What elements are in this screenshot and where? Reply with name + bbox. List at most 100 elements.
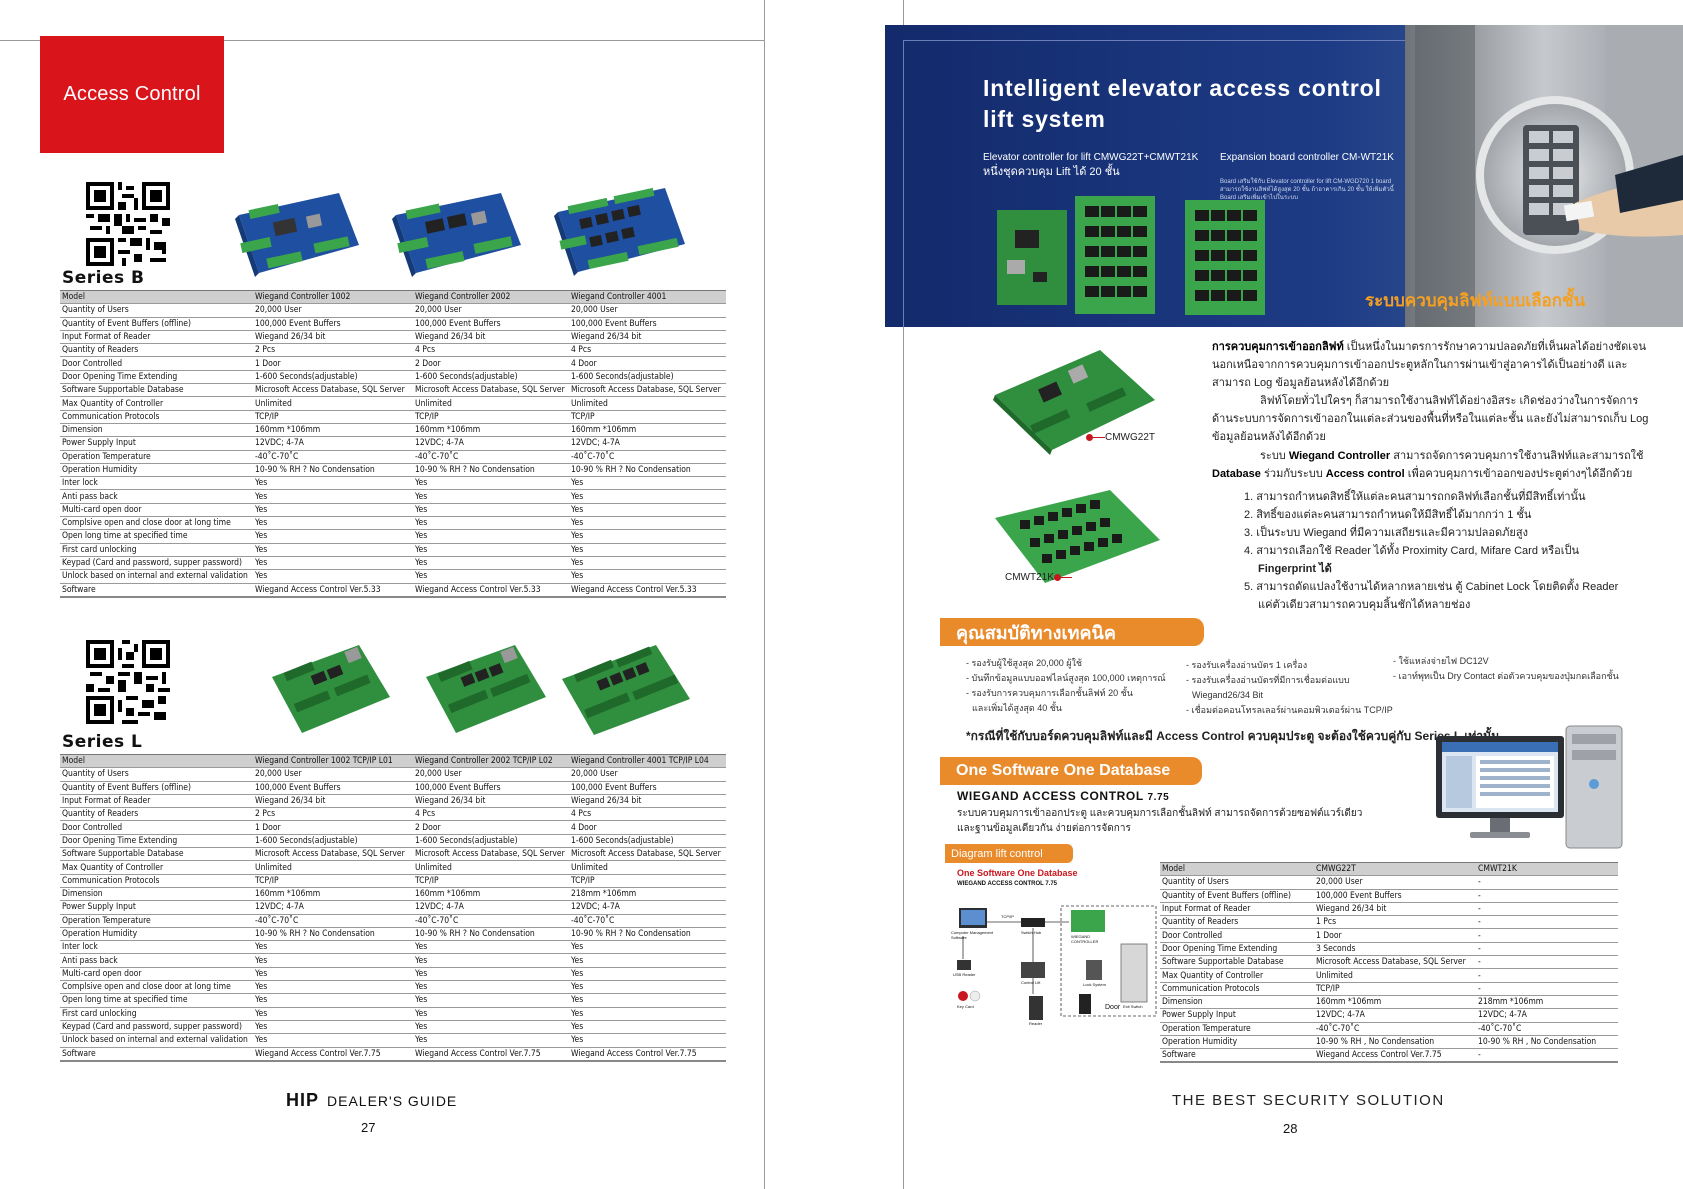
banner-sub-left: Elevator controller for lift CMWG22T+CMW… (983, 151, 1198, 180)
banner-title-line1: Intelligent elevator access control (983, 75, 1382, 101)
table-cell: Yes (569, 556, 726, 571)
table-cell: - (1476, 875, 1618, 890)
table-row: Complsive open and close door at long ti… (60, 980, 726, 995)
software-description: ระบบควบคุมการเข้าออกประตู และควบคุมการเล… (957, 806, 1362, 836)
table-cell: -40˚C-70˚C (1476, 1022, 1618, 1036)
left-page-frame (0, 40, 765, 1189)
table-cell: Microsoft Access Database, SQL Server (1314, 955, 1476, 970)
table-cell: Yes (253, 993, 413, 1008)
table-cell: Door Opening Time Extending (60, 834, 253, 849)
table-cell: 12VDC; 4-7A (569, 436, 726, 451)
table-cell: Yes (253, 980, 413, 995)
series-b-title: Series B (62, 268, 145, 288)
table-cell: Quantity of Event Buffers (offline) (1160, 889, 1314, 903)
qr-code-icon (86, 640, 170, 724)
table-cell: Unlimited (253, 860, 413, 875)
table-cell: - (1476, 982, 1618, 996)
list-item: 4. สามารถเลือกใช้ Reader ได้ทั้ง Proximi… (1244, 545, 1580, 557)
table-cell: 10-90 % RH ? No Condensation (569, 463, 726, 478)
series-l-note: *กรณีที่ใช้กับบอร์ดควบคุมลิฟท์และมี Acce… (966, 729, 1500, 743)
table-cell: Unlock based on internal and external va… (60, 1033, 253, 1048)
table-cell: Operation Humidity (60, 927, 253, 942)
table-cell: Yes (413, 1007, 569, 1021)
list-item: 3. เป็นระบบ Wiegand ที่มีความเสถียรและมี… (1244, 527, 1528, 539)
table-cell: Max Quantity of Controller (1160, 968, 1314, 983)
table-cell: Yes (413, 476, 569, 491)
table-cell: 100,000 Event Buffers (1314, 889, 1476, 903)
table-cell: Yes (253, 529, 413, 544)
board-pointer-dot (1054, 574, 1061, 581)
table-cell: -40˚C-70˚C (1314, 1022, 1476, 1036)
table-cell: Wiegand Access Control Ver.5.33 (413, 583, 569, 598)
table-row: Operation Temperature-40˚C-70˚C-40˚C-70˚… (1160, 1022, 1618, 1036)
table-cell: 3 Seconds (1314, 942, 1476, 957)
banner-boards-image (997, 196, 1265, 315)
table-cell: TCP/IP (253, 410, 413, 424)
table-cell: TCP/IP (569, 874, 726, 888)
table-cell: Quantity of Users (1160, 875, 1314, 890)
table-cell: 20,000 User (569, 303, 726, 318)
table-cell: 10-90 % RH ? No Condensation (413, 463, 569, 478)
table-cell: 100,000 Event Buffers (253, 317, 413, 331)
table-cell: Yes (569, 953, 726, 968)
table-cell: 1 Door (253, 356, 413, 371)
lift-control-diagram: Computer Management Software Switch Hub … (951, 904, 1161, 1034)
table-cell: 160mm *106mm (413, 423, 569, 438)
diagram-banner: Diagram lift control (945, 844, 1073, 863)
table-cell: Power Supply Input (1160, 1008, 1314, 1023)
series-l-title: Series L (62, 732, 143, 752)
table-cell: 12VDC; 4-7A (253, 436, 413, 451)
table-cell: Power Supply Input (60, 436, 253, 451)
table-cell: Yes (253, 569, 413, 584)
table-row: Keypad (Card and password, supper passwo… (60, 556, 726, 571)
table-cell: Yes (413, 569, 569, 584)
table-cell: 160mm *106mm (253, 423, 413, 438)
table-cell: Yes (253, 953, 413, 968)
table-cell: - (1476, 955, 1618, 970)
table-cell: 218mm *106mm (569, 887, 726, 902)
table-cell: Inter lock (60, 476, 253, 491)
table-cell: Communication Protocols (1160, 982, 1314, 996)
table-cell: TCP/IP (569, 410, 726, 424)
table-cell: Microsoft Access Database, SQL Server (253, 847, 413, 862)
table-cell: Quantity of Users (60, 303, 253, 318)
diagram-label: Door (1105, 1004, 1121, 1011)
table-cell: Software (60, 583, 253, 598)
board-pointer-line (1058, 577, 1072, 578)
table-cell: Power Supply Input (60, 900, 253, 915)
table-cell: 1 Door (253, 820, 413, 835)
diagram-label: Lock System (1083, 982, 1106, 987)
table-cell: Max Quantity of Controller (60, 396, 253, 411)
p3-b3: Access control (1325, 468, 1405, 480)
table-cell: Complsive open and close door at long ti… (60, 516, 253, 531)
table-cell: Quantity of Event Buffers (offline) (60, 317, 253, 331)
software-title: WIEGAND ACCESS CONTROL 7.75 (957, 789, 1169, 803)
board-pointer-line (1090, 437, 1105, 438)
table-cell: 10-90 % RH ? No Condensation (413, 927, 569, 942)
table-cell: -40˚C-70˚C (253, 914, 413, 928)
table-cell: 12VDC; 4-7A (253, 900, 413, 915)
qr-code-icon (86, 182, 170, 266)
table-cell: Wiegand 26/34 bit (253, 794, 413, 809)
table-cell: Door Controlled (60, 820, 253, 835)
table-cell: 10-90 % RH , No Condensation (1314, 1035, 1476, 1050)
table-cell: Unlimited (569, 396, 726, 411)
